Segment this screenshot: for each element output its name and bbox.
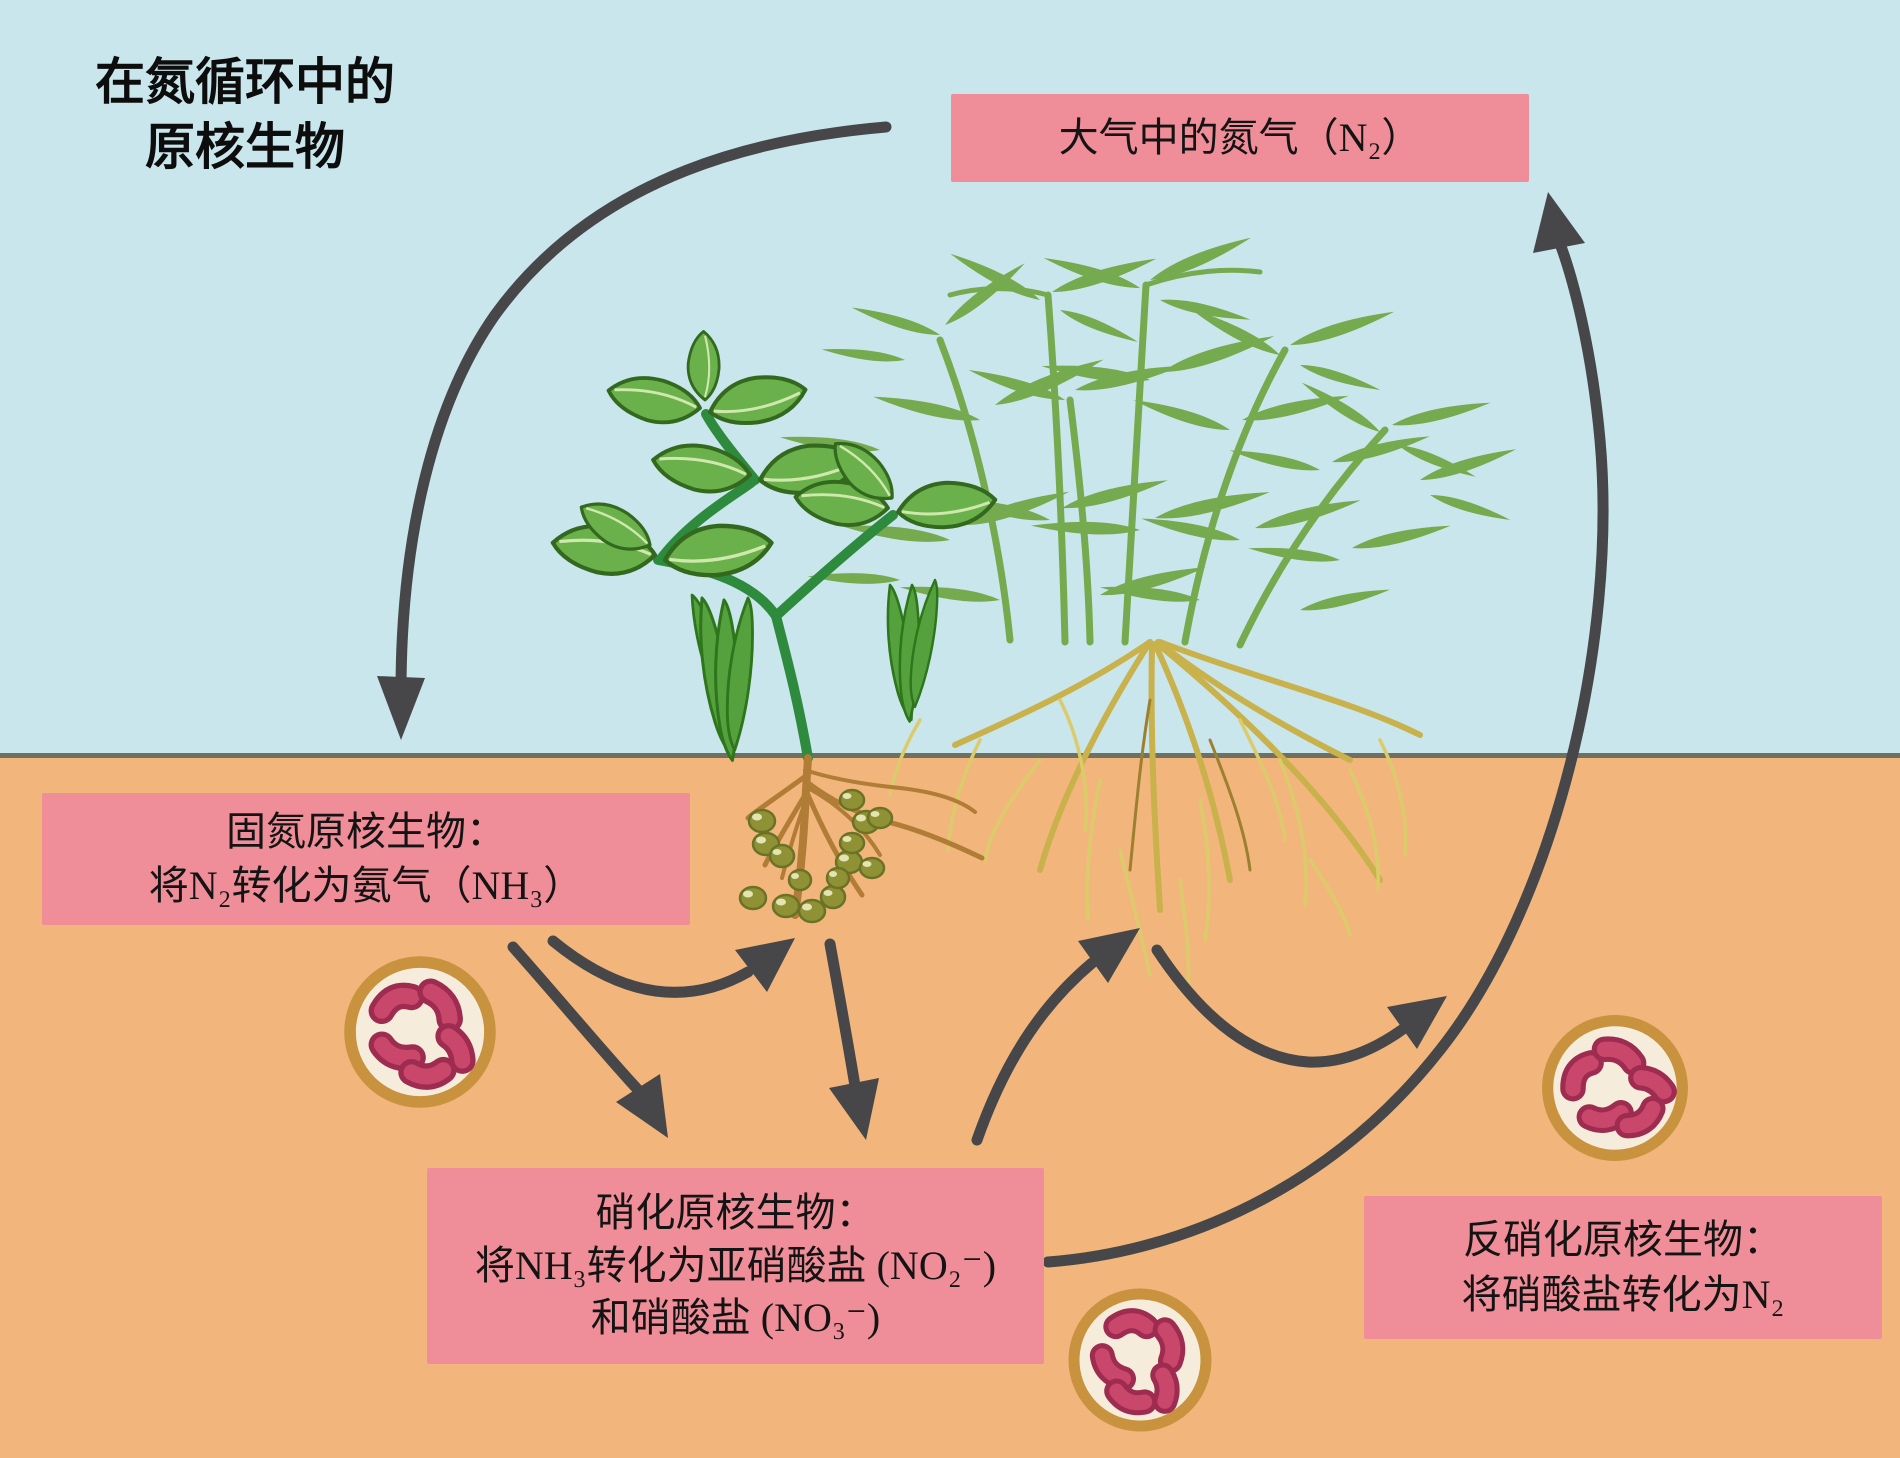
denitrifying-line-1: 反硝化原核生物：	[1463, 1217, 1783, 1263]
bacteria-bottom-icon	[1052, 1272, 1227, 1447]
legume-dangling-leaves	[685, 577, 950, 763]
roots-to-nitrifying-arrow	[824, 938, 879, 1140]
nitrifying-line-1: 硝化原核生物：	[595, 1189, 876, 1235]
nitrifying-line-2: 将NH₃转化为亚硝酸盐 (NO₂⁻)	[474, 1242, 997, 1288]
legume-roots	[745, 754, 985, 919]
nitrogen-fixing-line-1: 固氮原核生物：	[226, 808, 506, 854]
nitrogen-fixing-box: 固氮原核生物： 将N₂转化为氨气（NH₃）	[42, 793, 690, 925]
roots-to-denitrifying-arrow	[1151, 944, 1447, 1068]
fixation-to-nitrifying-arrow	[507, 941, 668, 1138]
atmospheric-nitrogen-box: 大气中的氮气（N₂）	[951, 94, 1529, 182]
atmospheric-nitrogen-label: 大气中的氮气（N₂）	[1058, 114, 1422, 160]
denitrifying-line-2: 将硝酸盐转化为N₂	[1461, 1271, 1785, 1317]
n2-to-soil-arrow	[377, 121, 892, 740]
title-line-2: 原核生物	[145, 119, 345, 175]
nitrifying-box: 硝化原核生物： 将NH₃转化为亚硝酸盐 (NO₂⁻) 和硝酸盐 (NO₃⁻)	[427, 1168, 1044, 1364]
arrows	[377, 121, 1609, 1268]
bacteria-right-icon	[1523, 996, 1707, 1180]
denitrifying-box: 反硝化原核生物： 将硝酸盐转化为N₂	[1364, 1196, 1882, 1339]
nitrifying-line-3: 和硝酸盐 (NO₃⁻)	[590, 1295, 881, 1341]
legume-plant	[550, 329, 1000, 924]
nitrate-uptake-arrow	[971, 928, 1140, 1146]
fixation-to-nodules-arrow	[547, 935, 795, 998]
bamboo-roots	[888, 639, 1423, 987]
title-line-1: 在氮循环中的	[95, 54, 395, 110]
denitrification-to-atmosphere-arrow	[1042, 192, 1609, 1268]
bamboo-plant	[779, 234, 1519, 649]
bacteria-left-icon	[350, 962, 490, 1102]
diagram-title: 在氮循环中的 原核生物	[55, 50, 435, 180]
ground-line	[0, 753, 1900, 758]
root-nodules	[738, 788, 894, 924]
nitrogen-fixing-line-2: 将N₂转化为氨气（NH₃）	[148, 863, 584, 908]
legume-leaves	[550, 329, 1000, 582]
